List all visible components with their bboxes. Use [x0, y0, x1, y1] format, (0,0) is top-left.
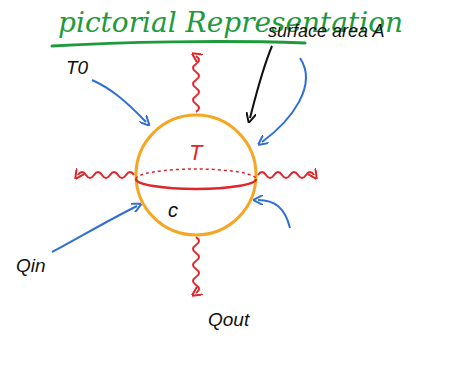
title-underline	[52, 42, 305, 46]
body-circle: Tc	[134, 113, 258, 237]
heat-out-arrow	[78, 172, 134, 178]
heat-capacity-label: c	[168, 199, 178, 221]
heat-out-arrow	[258, 172, 314, 178]
heat-in-arrow	[258, 200, 290, 228]
surface-area-label: surface area A	[268, 22, 384, 42]
heat-out-arrow	[193, 56, 199, 112]
circle-outline	[134, 113, 258, 237]
heat-in-arrow	[52, 206, 137, 252]
heat-out-label: Qout	[208, 310, 249, 331]
heat-out-arrow	[193, 237, 199, 293]
ambient-temperature-label: T0	[66, 58, 88, 79]
temperature-label: T	[189, 141, 202, 165]
heat-in-arrow	[92, 80, 146, 122]
heat-in-label: Qin	[16, 256, 46, 277]
leader-arrow	[250, 46, 272, 118]
heat-in-arrow	[262, 58, 306, 142]
